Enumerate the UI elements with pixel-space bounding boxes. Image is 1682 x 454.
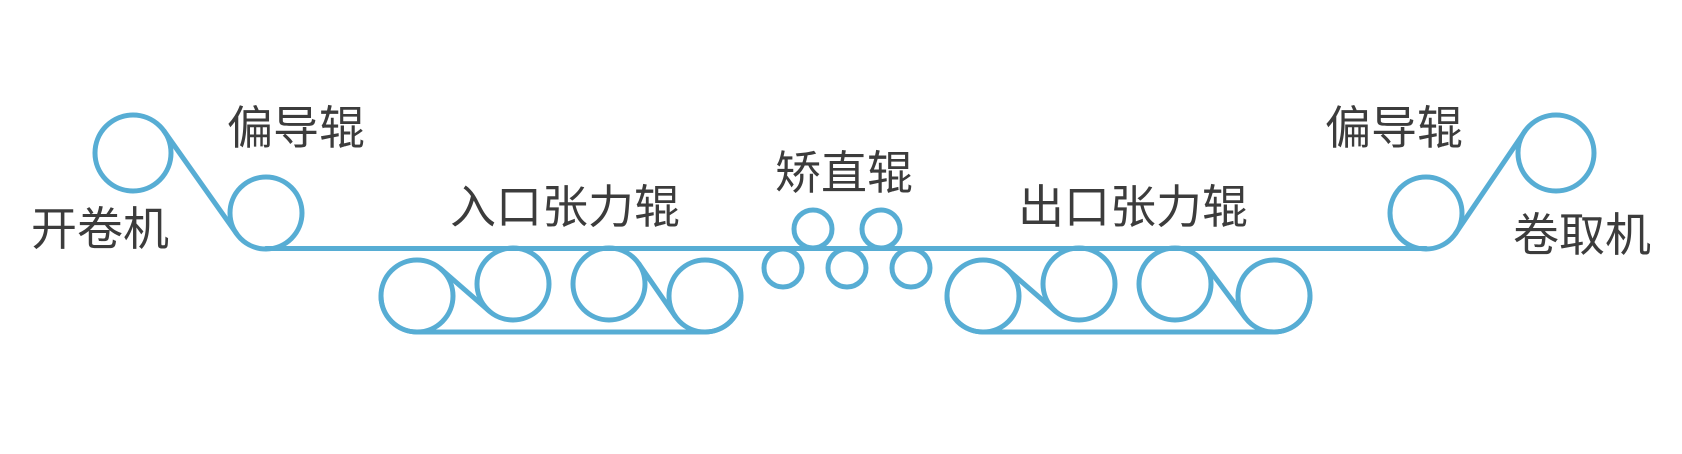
entry-tension-roll-4 bbox=[666, 257, 744, 335]
label-deflector-left: 偏导辊 bbox=[227, 102, 365, 154]
entry-tension-roll-2 bbox=[474, 245, 552, 323]
uncoiler-roll bbox=[92, 112, 174, 194]
label-deflector-right: 偏导辊 bbox=[1325, 102, 1463, 154]
straightener-top-roll-1 bbox=[791, 207, 835, 251]
strip-recoiler-diagonal bbox=[1452, 128, 1528, 237]
straightener-top-roll-2 bbox=[859, 207, 903, 251]
label-exit-tension: 出口张力辊 bbox=[1018, 181, 1248, 233]
exit-tension-roll-1 bbox=[944, 257, 1022, 335]
deflector-roll-left bbox=[227, 174, 305, 252]
exit-tension-roll-3 bbox=[1136, 245, 1214, 323]
deflector-roll-right bbox=[1387, 174, 1465, 252]
label-uncoiler: 开卷机 bbox=[31, 203, 169, 255]
exit-tension-roll-4 bbox=[1235, 257, 1313, 335]
exit-tension-roll-2 bbox=[1040, 245, 1118, 323]
straightener-bottom-roll-1 bbox=[761, 246, 805, 290]
strip-uncoiler-diagonal bbox=[161, 128, 240, 237]
entry-tension-roll-1 bbox=[378, 257, 456, 335]
label-straightener: 矫直辊 bbox=[775, 147, 913, 199]
label-entry-tension: 入口张力辊 bbox=[450, 181, 680, 233]
label-recoiler: 卷取机 bbox=[1513, 209, 1651, 261]
straightener-bottom-roll-3 bbox=[889, 246, 933, 290]
entry-tension-roll-3 bbox=[570, 245, 648, 323]
recoiler-roll bbox=[1515, 112, 1597, 194]
straightener-bottom-roll-2 bbox=[825, 246, 869, 290]
